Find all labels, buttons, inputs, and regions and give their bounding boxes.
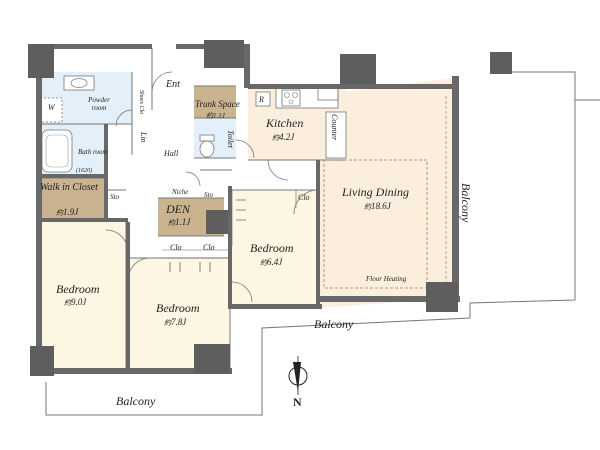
- kitchen-counter-icon: [275, 87, 339, 109]
- toilet-icon: [199, 134, 215, 158]
- compass-north-label: N: [293, 395, 302, 409]
- counter-label: Counter: [330, 114, 339, 141]
- trunk-space-floor: [194, 86, 236, 118]
- toilet-label: Toilet: [226, 130, 235, 148]
- column: [206, 210, 228, 234]
- closet-2-label: Clo: [203, 243, 215, 252]
- walk-in-closet-label: Walk in Closet: [40, 182, 98, 193]
- storage-2-label: Sto: [204, 191, 213, 199]
- entrance-label: Ent: [166, 79, 180, 90]
- column: [426, 282, 458, 312]
- den-label: DEN: [166, 202, 190, 216]
- fridge-label: R: [259, 95, 264, 104]
- balcony-south-west-label: Balcony: [116, 394, 156, 408]
- den-area: 約1.1J: [168, 217, 191, 227]
- bedroom-main-label: Bedroom: [250, 241, 294, 255]
- cooktop-icon: [281, 89, 301, 107]
- bedroom-west-area: 約9.0J: [64, 297, 87, 307]
- counter-icon: [325, 111, 347, 159]
- fridge-space-icon: [255, 91, 271, 107]
- bath-room-size: (1620): [76, 168, 92, 174]
- shoes-closet-label: Shoes Clo: [138, 90, 144, 115]
- trunk-space-area: 約1.1J: [206, 112, 225, 120]
- bedroom-middle-label: Bedroom: [156, 301, 200, 315]
- column: [30, 346, 54, 376]
- bedroom-main-area: 約6.4J: [260, 257, 283, 267]
- closet-3-label: Clo: [298, 193, 310, 202]
- washer-label: W: [48, 103, 55, 112]
- walk-in-closet-area: 約1.9J: [56, 207, 79, 217]
- column: [490, 52, 512, 74]
- kitchen-label: Kitchen: [266, 116, 304, 130]
- balcony-south-middle-label: Balcony: [314, 317, 354, 331]
- bedroom-west-label: Bedroom: [56, 282, 100, 296]
- trunk-space-label: Trunk Space: [195, 99, 240, 109]
- north-compass-icon: [288, 356, 308, 395]
- washbasin-icon: [63, 75, 95, 91]
- linen-label: Lin: [139, 132, 148, 143]
- balcony-outline: [499, 55, 600, 101]
- bath-room-label: Bath room: [78, 148, 108, 156]
- floor-heating-area: [323, 159, 428, 289]
- balcony-outline-east: [45, 100, 576, 416]
- hall-label: Hall: [164, 149, 179, 158]
- walk-in-closet-floor: [38, 178, 106, 222]
- powder-room-label: Powder room: [88, 96, 110, 113]
- storage-1-label: Sto: [110, 193, 119, 201]
- balcony-east-label: Balcony: [459, 183, 473, 223]
- bedroom-middle-area: 約7.8J: [164, 317, 187, 327]
- column: [194, 344, 230, 374]
- bathtub-icon: [41, 129, 73, 173]
- column: [204, 40, 244, 68]
- living-dining-area: 約18.6J: [364, 201, 391, 211]
- living-dining-floor: [318, 78, 458, 308]
- living-dining-label: Living Dining: [342, 185, 410, 199]
- column: [28, 44, 54, 78]
- niche-label: Niche: [172, 188, 189, 196]
- floor-heating-label: Floor Heating: [366, 275, 407, 283]
- column: [340, 54, 376, 84]
- kitchen-area: 約4.2J: [272, 132, 295, 142]
- closet-1-label: Clo: [170, 243, 182, 252]
